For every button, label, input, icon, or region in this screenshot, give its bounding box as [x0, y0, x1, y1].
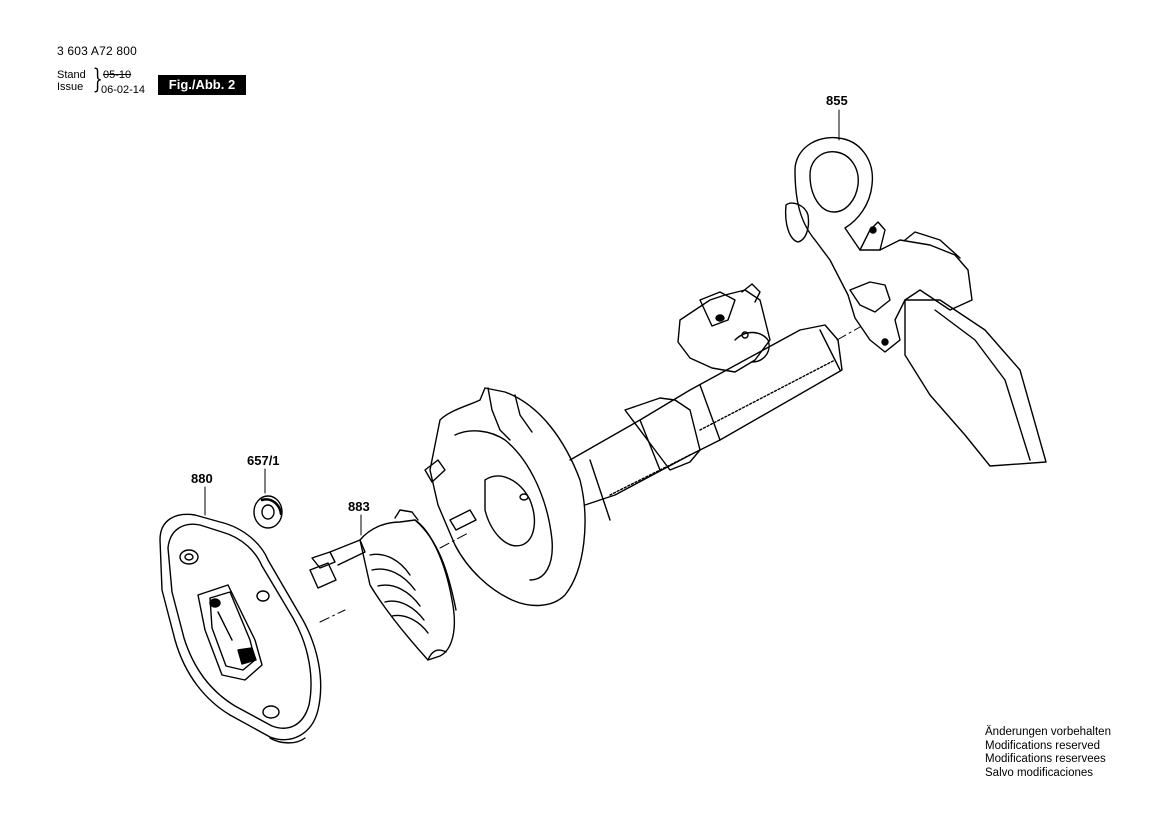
part-label-883: 883	[348, 499, 370, 514]
issue-date: 06-02-14	[101, 84, 146, 96]
document-number: 3 603 A72 800	[57, 44, 138, 58]
part-label-657-1: 657/1	[247, 453, 280, 468]
main-housing	[424, 324, 843, 607]
part-label-855: 855	[826, 93, 848, 108]
part-855-handle	[784, 136, 1047, 467]
stand-date: 05-10	[103, 69, 132, 81]
notes-block: Änderungen vorbehalten Modifications res…	[985, 726, 1111, 781]
note-line: Salvo modificaciones	[985, 767, 1094, 780]
part-880-cover	[159, 513, 322, 744]
part-883-insert	[309, 509, 457, 661]
issue-label: Issue	[57, 81, 84, 93]
note-line: Modifications reservees	[985, 753, 1106, 766]
brace-icon: }	[92, 64, 103, 95]
figure-label: Fig./Abb. 2	[158, 75, 246, 95]
note-line: Modifications reserved	[985, 739, 1101, 752]
part-label-880: 880	[191, 471, 213, 486]
stand-label: Stand	[57, 69, 86, 81]
note-line: Änderungen vorbehalten	[985, 726, 1111, 738]
part-657-1-washer	[253, 495, 283, 529]
leader-lines	[204, 109, 861, 623]
motor-clip	[677, 283, 771, 373]
